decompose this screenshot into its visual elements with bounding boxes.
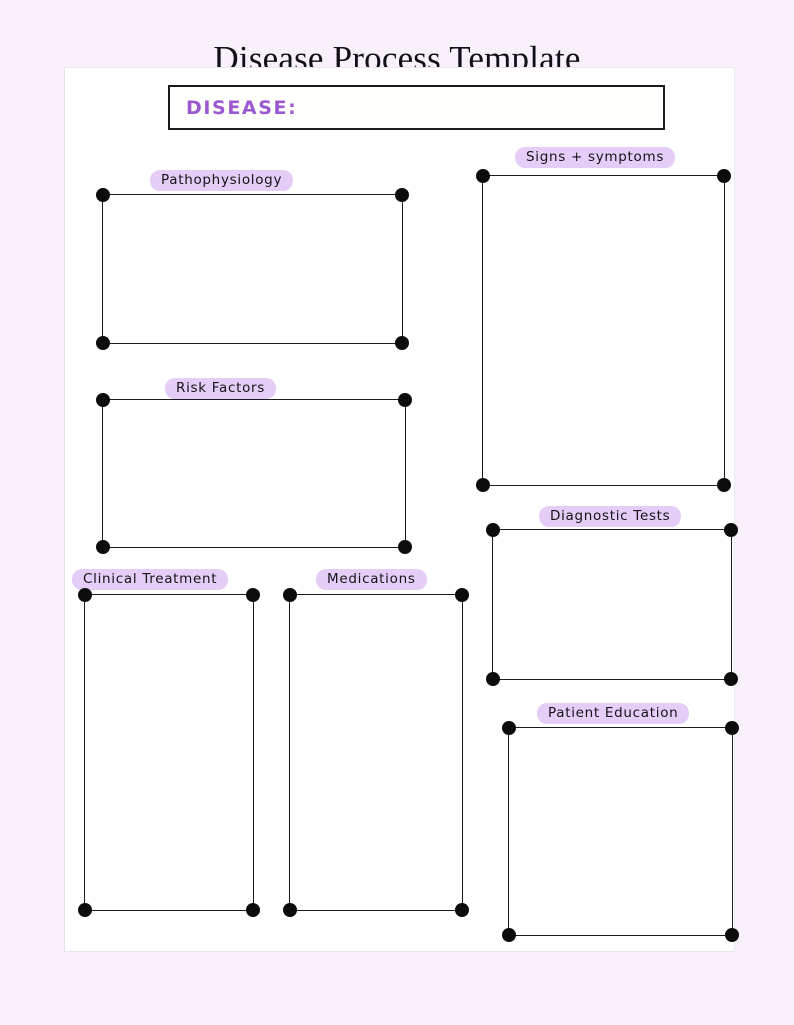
corner-dot-tl-icon <box>476 169 490 183</box>
section-caption-pathophysiology: Pathophysiology <box>150 170 294 191</box>
section-caption-risk-factors: Risk Factors <box>165 378 277 399</box>
corner-dot-tr-icon <box>398 393 412 407</box>
corner-dot-bl-icon <box>78 903 92 917</box>
corner-dot-br-icon <box>725 928 739 942</box>
corner-dot-tr-icon <box>724 523 738 537</box>
corner-dot-tr-icon <box>725 721 739 735</box>
section-value-medications[interactable] <box>290 595 462 611</box>
corner-dot-bl-icon <box>476 478 490 492</box>
section-value-risk-factors[interactable] <box>103 400 405 416</box>
section-box-pathophysiology[interactable] <box>96 188 409 350</box>
section-value-patient-education[interactable] <box>509 728 732 744</box>
corner-dot-bl-icon <box>96 336 110 350</box>
corner-dot-bl-icon <box>502 928 516 942</box>
section-caption-diagnostic-tests: Diagnostic Tests <box>539 506 682 527</box>
section-caption-patient-education: Patient Education <box>537 703 690 724</box>
section-value-pathophysiology[interactable] <box>103 195 402 211</box>
section-caption-signs-symptoms: Signs + symptoms <box>515 147 676 168</box>
corner-dot-bl-icon <box>283 903 297 917</box>
section-box-patient-education[interactable] <box>502 721 739 942</box>
section-box-risk-factors[interactable] <box>96 393 412 554</box>
section-caption-clinical-treatment: Clinical Treatment <box>72 569 229 590</box>
corner-dot-bl-icon <box>96 540 110 554</box>
corner-dot-tl-icon <box>78 588 92 602</box>
corner-dot-tr-icon <box>246 588 260 602</box>
disease-field-label: DISEASE: <box>186 96 298 119</box>
corner-dot-tl-icon <box>486 523 500 537</box>
corner-dot-br-icon <box>717 478 731 492</box>
corner-dot-br-icon <box>455 903 469 917</box>
corner-dot-tr-icon <box>455 588 469 602</box>
worksheet-sheet: DISEASE: Pathophysiology Signs + symptoms… <box>64 67 739 952</box>
section-box-signs-symptoms[interactable] <box>476 169 731 492</box>
corner-dot-tr-icon <box>717 169 731 183</box>
corner-dot-br-icon <box>398 540 412 554</box>
corner-dot-tl-icon <box>96 393 110 407</box>
corner-dot-tl-icon <box>502 721 516 735</box>
corner-dot-br-icon <box>246 903 260 917</box>
corner-dot-tl-icon <box>283 588 297 602</box>
corner-dot-br-icon <box>724 672 738 686</box>
corner-dot-tl-icon <box>96 188 110 202</box>
section-value-signs-symptoms[interactable] <box>483 176 724 192</box>
section-value-diagnostic-tests[interactable] <box>493 530 731 546</box>
corner-dot-tr-icon <box>395 188 409 202</box>
section-value-clinical-treatment[interactable] <box>85 595 253 611</box>
section-caption-medications: Medications <box>316 569 427 590</box>
section-box-medications[interactable] <box>283 588 469 917</box>
section-box-clinical-treatment[interactable] <box>78 588 260 917</box>
disease-field[interactable]: DISEASE: <box>168 85 665 130</box>
corner-dot-br-icon <box>395 336 409 350</box>
section-box-diagnostic-tests[interactable] <box>486 523 738 686</box>
corner-dot-bl-icon <box>486 672 500 686</box>
